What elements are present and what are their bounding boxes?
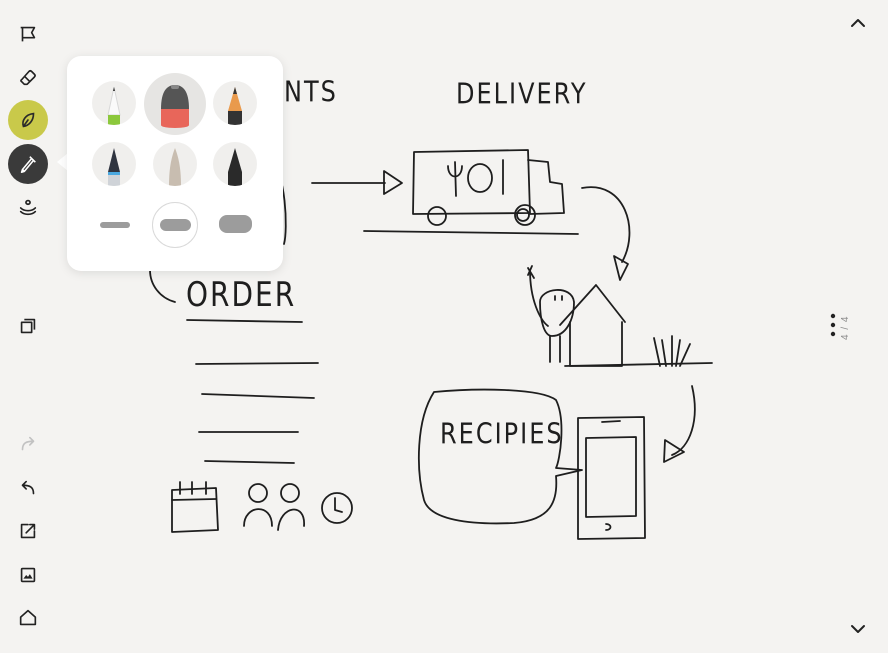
layers-icon (19, 199, 37, 216)
eraser-button[interactable] (8, 57, 48, 97)
previous-page-button[interactable] (846, 11, 870, 35)
pen-icon (20, 156, 36, 174)
calendar-drawing (171, 481, 219, 533)
share-icon (20, 523, 36, 539)
recipes-label: RECIPIES (440, 417, 564, 451)
delivery-label: DELIVERY (456, 77, 588, 111)
chevron-up-icon (851, 19, 865, 27)
list-line-1 (195, 362, 319, 365)
recipes-bubble (418, 388, 583, 525)
pencil-tool[interactable] (213, 81, 257, 125)
redo-icon (21, 436, 35, 451)
truck-drawing (412, 149, 565, 226)
brush-tool[interactable] (213, 142, 257, 186)
more-options-button[interactable] (827, 312, 839, 340)
lasso-flag-icon (20, 26, 36, 42)
lasso-select-button[interactable] (8, 14, 48, 54)
popover-arrow (57, 153, 68, 171)
redo-button[interactable] (8, 424, 48, 464)
order-label: ORDER (186, 274, 297, 315)
image-icon (20, 567, 36, 583)
page-indicator: 4 / 4 (840, 315, 851, 340)
leaf-drop-icon (22, 112, 35, 128)
brush-icon (228, 148, 242, 186)
chalk-icon (169, 148, 181, 186)
share-button[interactable] (8, 511, 48, 551)
insert-image-button[interactable] (8, 555, 48, 595)
people-drawing (243, 483, 305, 531)
ballpoint-pen-icon (108, 148, 120, 186)
copy-pages-icon (20, 318, 36, 334)
color-picker-button[interactable] (8, 100, 48, 140)
thick-width-bar (218, 215, 252, 233)
pencil-icon (228, 87, 242, 125)
fineliner-tool[interactable] (92, 81, 136, 125)
pen-tools-button[interactable] (8, 144, 48, 184)
arrow-head-truck (383, 170, 403, 195)
pen-tools-popover (67, 56, 283, 271)
phone-drawing (577, 416, 646, 540)
marker-tool[interactable] (144, 73, 206, 135)
home-button[interactable] (8, 598, 48, 638)
arrow-to-phone (671, 385, 696, 456)
medium-width-bar (159, 219, 191, 231)
home-icon (19, 609, 37, 626)
order-connector (149, 269, 176, 303)
undo-button[interactable] (8, 468, 48, 508)
thick-width-option[interactable] (217, 212, 253, 236)
pages-button[interactable] (8, 306, 48, 346)
person-house-drawing (527, 265, 713, 367)
pen-tool[interactable] (92, 142, 136, 186)
list-line-4 (204, 460, 295, 464)
partial-heading-label: NTS (284, 75, 338, 109)
medium-width-option[interactable] (152, 202, 198, 248)
marker-icon (161, 85, 189, 128)
thin-width-bar (100, 222, 130, 228)
arrow-to-house (581, 186, 631, 263)
list-line-2 (201, 393, 315, 399)
clock-drawing (321, 492, 353, 524)
fineliner-icon (107, 86, 121, 125)
eraser-icon (20, 69, 36, 86)
more-vertical-icon (830, 313, 836, 337)
order-underline (186, 319, 303, 323)
thin-width-option[interactable] (97, 214, 133, 236)
chalk-tool[interactable] (153, 142, 197, 186)
chevron-down-icon (851, 625, 865, 633)
arrow-head-phone (663, 439, 685, 463)
next-page-button[interactable] (846, 617, 870, 641)
road-line (363, 230, 579, 235)
undo-icon (21, 480, 35, 495)
arrow-head-house (613, 255, 629, 281)
layers-button[interactable] (8, 187, 48, 227)
